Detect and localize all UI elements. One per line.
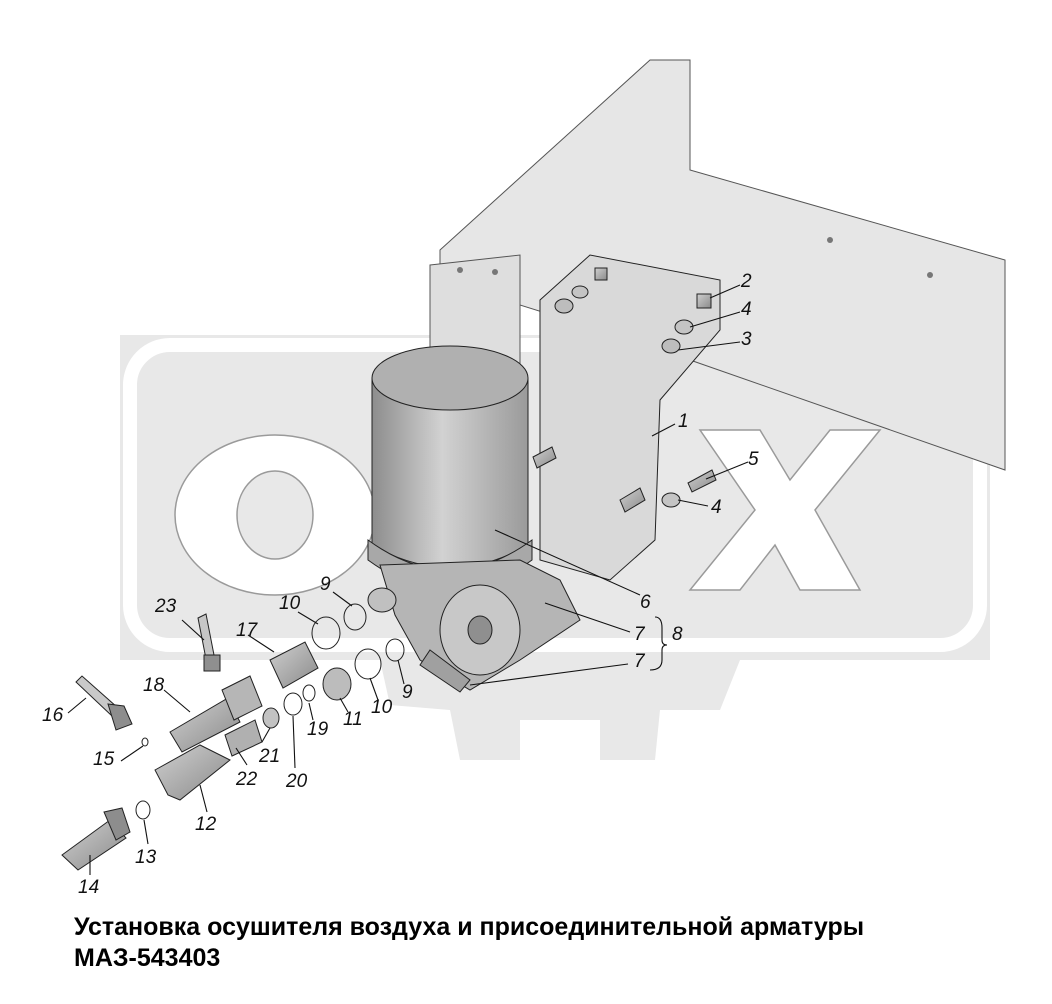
caption-line-2: МАЗ-543403 [74,944,221,972]
callout-21: 21 [258,746,280,767]
watermark-letter-x [688,429,882,591]
callout-15: 15 [93,749,115,770]
callout-18: 18 [143,675,165,696]
callout-7-top: 7 [634,624,646,645]
callout-10-top: 10 [279,593,301,614]
leader-lines [67,284,749,875]
callout-8: 8 [672,624,683,645]
mounting-plate [539,254,721,581]
fasteners [532,267,717,513]
callout-4-bottom: 4 [711,497,722,518]
callout-16: 16 [42,705,64,726]
callout-7-bottom: 7 [634,651,646,672]
callout-13: 13 [135,847,157,868]
callout-23: 23 [154,596,177,617]
callout-9-top: 9 [320,574,331,595]
callout-20: 20 [285,771,308,792]
air-dryer-cartridge [367,345,533,591]
diagram-caption: Установка осушителя воздуха и присоедини… [74,912,1034,974]
callout-11: 11 [343,709,363,730]
callout-1: 1 [678,411,689,432]
callout-12: 12 [195,814,217,835]
callout-labels: 1 2 4 3 5 4 6 7 8 7 9 10 23 17 18 9 10 1… [42,271,759,898]
callout-9-bottom: 9 [402,682,413,703]
callout-4-top: 4 [741,299,752,320]
callout-5: 5 [748,449,759,470]
callout-14: 14 [78,877,99,898]
fittings [61,603,405,871]
callout-19: 19 [307,719,329,740]
callout-10-bottom: 10 [371,697,393,718]
air-dryer-body [367,559,581,693]
callout-17: 17 [236,620,259,641]
callout-2: 2 [740,271,752,292]
callout-3: 3 [741,329,752,350]
caption-line-1: Установка осушителя воздуха и присоедини… [74,913,865,941]
callout-6: 6 [640,592,651,613]
callout-22: 22 [235,769,258,790]
